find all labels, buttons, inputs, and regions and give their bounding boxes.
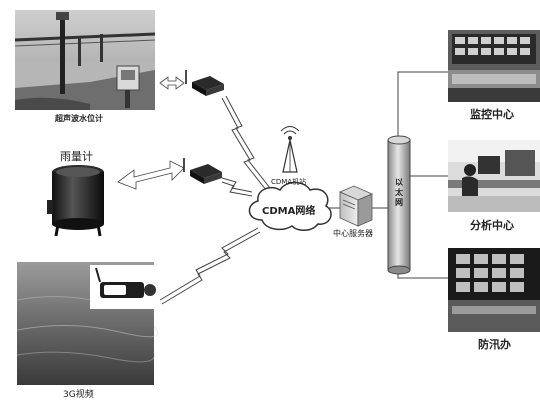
monitor-center-label: 监控中心 <box>470 108 514 121</box>
cdma-network-label: CDMA网络 <box>262 206 316 217</box>
rain-gauge-icon <box>47 165 104 237</box>
video-3g-photo <box>16 262 159 385</box>
ethernet-label: 以太网 <box>395 178 403 207</box>
cdma-base-label: CDMA机站 <box>271 178 307 186</box>
wireless-link-3 <box>159 227 261 305</box>
analysis-center-label: 分析中心 <box>470 219 514 232</box>
link-arrow-gauge <box>159 76 185 90</box>
central-server-icon <box>339 185 373 227</box>
link-arrow-rain <box>117 160 185 190</box>
modem-icon-1 <box>185 70 224 96</box>
analysis-center-photo <box>448 140 540 212</box>
cdma-cloud <box>248 181 332 231</box>
wireless-link-1 <box>221 95 271 191</box>
ultrasonic-gauge-photo <box>14 10 156 110</box>
flood-office-photo <box>448 248 540 332</box>
ethernet-bus <box>387 135 411 275</box>
central-server-label: 中心服务器 <box>333 229 373 238</box>
connection-lines <box>328 71 448 279</box>
video-3g-label: 3G视频 <box>63 390 94 400</box>
cdma-base-station-icon <box>280 126 300 173</box>
monitor-center-photo <box>448 30 540 102</box>
rain-gauge-label: 雨量计 <box>60 150 93 163</box>
flood-office-label: 防汛办 <box>478 338 511 351</box>
modem-icon-2 <box>183 158 222 184</box>
wireless-link-2 <box>221 177 253 197</box>
ultrasonic-gauge-label: 超声波水位计 <box>55 114 103 123</box>
